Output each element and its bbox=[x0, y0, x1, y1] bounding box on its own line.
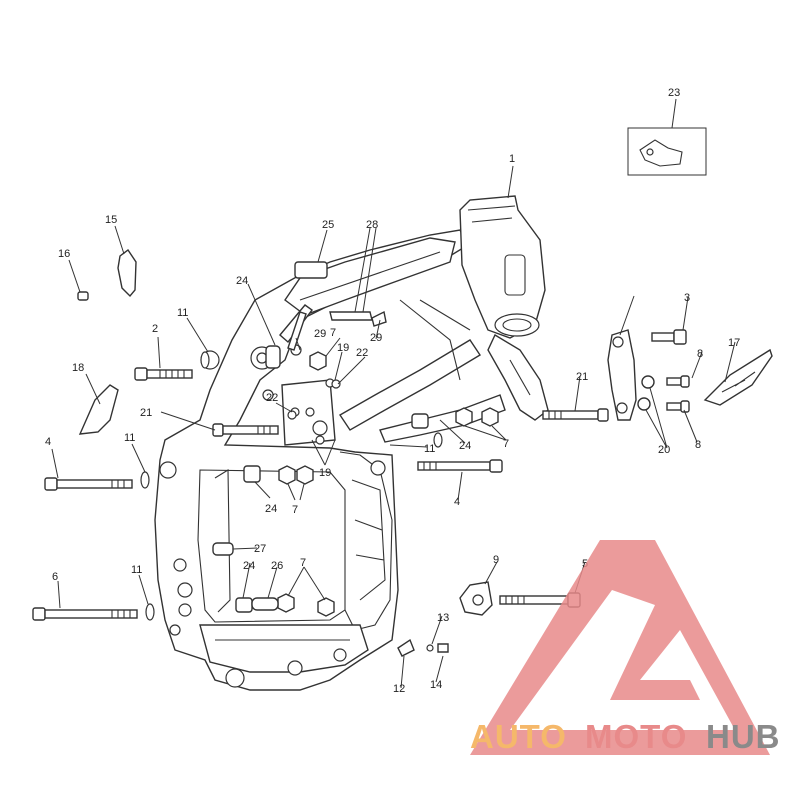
bolt-21-left bbox=[212, 423, 279, 437]
nut-7-d bbox=[317, 597, 335, 617]
callout-24: 24 bbox=[265, 503, 277, 515]
callout-22: 22 bbox=[266, 392, 278, 404]
callout-20: 20 bbox=[658, 444, 670, 456]
callout-7: 7 bbox=[292, 504, 298, 516]
callout-29: 29 bbox=[314, 328, 326, 340]
washer-11-b bbox=[145, 603, 155, 621]
callout-11: 11 bbox=[177, 307, 188, 319]
spacer-24-d bbox=[265, 345, 281, 369]
spacer-20-a bbox=[641, 375, 655, 389]
callout-11: 11 bbox=[124, 432, 135, 444]
nut-7-c bbox=[277, 593, 295, 613]
watermark-logo bbox=[470, 540, 770, 755]
washer-11-c bbox=[200, 351, 210, 369]
watermark-word-hub: HUB bbox=[706, 718, 781, 755]
callout-23: 23 bbox=[668, 87, 680, 99]
callout-28: 28 bbox=[366, 219, 378, 231]
callout-29: 29 bbox=[370, 332, 382, 344]
bolt-8-lower bbox=[666, 400, 690, 413]
callout-1: 1 bbox=[509, 153, 515, 165]
spacer-24-b bbox=[235, 597, 253, 613]
inset-23 bbox=[627, 127, 707, 176]
leader-lines bbox=[51, 98, 736, 689]
callout-7: 7 bbox=[503, 438, 509, 450]
clip-29-b bbox=[371, 310, 387, 327]
screw-16 bbox=[77, 291, 89, 301]
bolt-4-right bbox=[417, 459, 503, 473]
spacer-24-c bbox=[411, 413, 429, 429]
spacer-20-b bbox=[637, 397, 651, 411]
part-12 bbox=[397, 638, 415, 657]
part-27 bbox=[212, 542, 234, 556]
small-hardware bbox=[77, 291, 655, 657]
bolt-8-upper bbox=[666, 375, 690, 388]
callout-24: 24 bbox=[243, 560, 255, 572]
watermark-word-auto: AUTO bbox=[470, 718, 567, 755]
callout-8: 8 bbox=[697, 348, 703, 360]
bolt-3 bbox=[651, 329, 687, 345]
washer-13 bbox=[426, 644, 434, 652]
callout-18: 18 bbox=[72, 362, 84, 374]
nut-7-g bbox=[309, 351, 327, 371]
washer-11-d bbox=[433, 432, 443, 448]
callout-11: 11 bbox=[131, 564, 142, 576]
callout-25: 25 bbox=[322, 219, 334, 231]
bolt-6 bbox=[32, 607, 138, 621]
spacer-26 bbox=[251, 597, 279, 611]
callout-7: 7 bbox=[330, 327, 336, 339]
guard-17 bbox=[703, 348, 773, 406]
bolt-21-right bbox=[542, 408, 609, 422]
nut-7-e bbox=[455, 407, 473, 427]
components bbox=[78, 127, 773, 616]
callout-27: 27 bbox=[254, 543, 266, 555]
guard-18 bbox=[78, 384, 119, 435]
callout-26: 26 bbox=[271, 560, 283, 572]
callout-24: 24 bbox=[236, 275, 248, 287]
callout-14: 14 bbox=[430, 679, 442, 691]
callout-6: 6 bbox=[52, 571, 58, 583]
callout-4: 4 bbox=[454, 496, 460, 508]
callout-11: 11 bbox=[424, 443, 435, 455]
callout-22: 22 bbox=[356, 347, 368, 359]
screw-14 bbox=[437, 643, 449, 653]
callout-4: 4 bbox=[45, 436, 51, 448]
callout-17: 17 bbox=[728, 337, 740, 349]
callout-15: 15 bbox=[105, 214, 117, 226]
callout-24: 24 bbox=[459, 440, 471, 452]
callout-9: 9 bbox=[493, 554, 499, 566]
callout-8: 8 bbox=[695, 439, 701, 451]
callout-3: 3 bbox=[684, 292, 690, 304]
nut-7-f bbox=[481, 407, 499, 427]
watermark-triangle-icon bbox=[470, 540, 770, 755]
washer-19-b bbox=[315, 435, 325, 445]
callout-2: 2 bbox=[152, 323, 158, 335]
callout-13: 13 bbox=[437, 612, 449, 624]
washer-22-b bbox=[287, 410, 297, 420]
bracket-plate bbox=[607, 329, 637, 421]
callout-19: 19 bbox=[337, 342, 349, 354]
callout-5: 5 bbox=[582, 558, 588, 570]
watermark-word-moto: MOTO bbox=[585, 718, 687, 755]
callout-12: 12 bbox=[393, 683, 405, 695]
callout-7: 7 bbox=[300, 557, 306, 569]
strip-28 bbox=[287, 311, 307, 351]
washer-22-a bbox=[331, 379, 341, 389]
nut-7-a bbox=[278, 465, 296, 485]
callout-labels: 1 2 3 4 4 5 6 7 7 7 7 8 8 9 11 11 11 11 … bbox=[45, 87, 740, 695]
washer-11-a bbox=[140, 471, 150, 489]
callout-21: 21 bbox=[576, 371, 588, 383]
nut-7-b bbox=[296, 465, 314, 485]
callout-16: 16 bbox=[58, 248, 70, 260]
main-frame bbox=[154, 195, 549, 691]
callout-21: 21 bbox=[140, 407, 152, 419]
bolt-2 bbox=[134, 367, 193, 381]
bolt-4-upper bbox=[44, 477, 133, 491]
spacer-24-a bbox=[243, 465, 261, 483]
bracket-15 bbox=[117, 248, 137, 298]
callout-19: 19 bbox=[319, 467, 331, 479]
